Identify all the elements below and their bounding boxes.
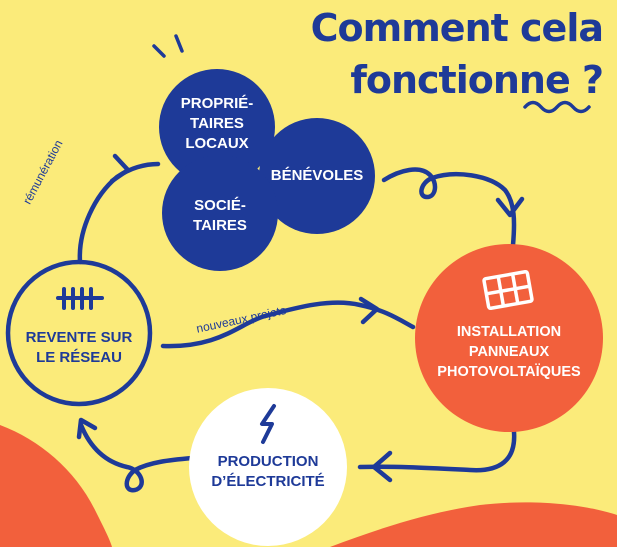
label-benevoles-line-1: BÉNÉVOLES <box>270 167 364 184</box>
orange-blob-right <box>330 502 617 547</box>
label-societaires: SOCIÉ- TAIRES <box>178 196 262 236</box>
label-revente: REVENTE SUR LE RÉSEAU <box>12 328 146 368</box>
label-revente-line-1: REVENTE SUR <box>25 329 133 346</box>
node-benevoles-circle <box>259 118 375 234</box>
label-societaires-line-1: SOCIÉ- <box>194 197 246 214</box>
page-title: Comment cela fonctionne ? <box>310 2 604 106</box>
label-societaires-line-2: TAIRES <box>193 217 247 234</box>
arrow-benevoles-to-installation <box>381 167 517 248</box>
solar-panel-icon <box>482 269 534 311</box>
label-proprietaires-line-2: TAIRES <box>190 115 244 132</box>
node-revente-circle <box>5 259 153 407</box>
arrow-installation-to-production <box>357 429 517 473</box>
spark-lines <box>152 34 184 58</box>
label-installation-line-3: PHOTOVOLTAÏQUES <box>437 364 581 380</box>
label-installation-line-2: PANNEAUX <box>468 344 550 360</box>
label-production-line-1: PRODUCTION <box>217 453 319 470</box>
node-installation-circle <box>415 244 603 432</box>
title-line-1: Comment cela <box>310 6 604 50</box>
title-line-2: fonctionne ? <box>350 58 604 102</box>
arrow-revente-to-installation <box>160 300 416 349</box>
arrowhead-1 <box>109 153 131 184</box>
label-proprietaires-line-3: LOCAUX <box>185 135 249 152</box>
label-installation: INSTALLATION PANNEAUX PHOTOVOLTAÏQUES <box>419 322 599 382</box>
label-installation-line-1: INSTALLATION <box>456 324 562 340</box>
title-squiggle <box>523 100 591 114</box>
label-production: PRODUCTION D’ÉLECTRICITÉ <box>196 452 340 492</box>
label-revente-line-2: LE RÉSEAU <box>36 349 122 366</box>
node-production-circle <box>189 388 347 546</box>
label-proprietaires-line-1: PROPRIÉ- <box>180 95 254 112</box>
power-grid-icon <box>56 287 104 310</box>
lightning-bolt-icon <box>260 404 276 444</box>
node-proprietaires-circle <box>159 69 275 185</box>
arrowhead-5 <box>358 296 380 325</box>
orange-blob-left <box>0 425 112 547</box>
label-benevoles: BÉNÉVOLES <box>262 166 372 186</box>
label-proprietaires: PROPRIÉ- TAIRES LOCAUX <box>167 94 267 154</box>
node-societaires-circle <box>162 155 278 271</box>
arrowhead-3 <box>371 450 393 483</box>
arrowhead-4 <box>76 417 98 440</box>
arrowhead-2 <box>495 196 525 218</box>
arrow-production-to-revente <box>78 422 195 493</box>
label-production-line-2: D’ÉLECTRICITÉ <box>211 473 325 490</box>
